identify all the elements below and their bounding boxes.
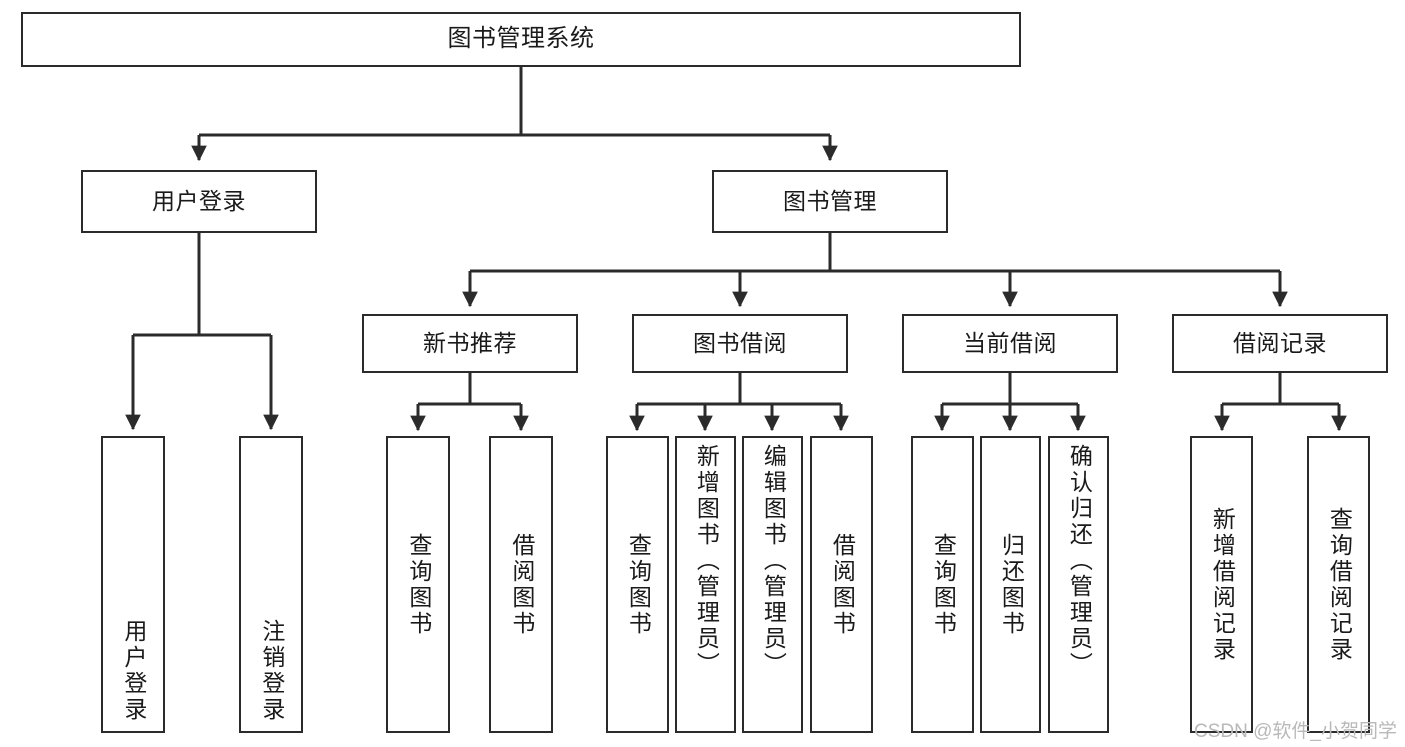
node-leaf-borrow-book-recommend[interactable]: 借阅图书 [489,436,553,733]
node-label: 图书管理系统 [447,25,595,53]
node-current-borrow[interactable]: 当前借阅 [902,314,1118,373]
node-label: 查询借阅记录 [1326,506,1353,663]
node-leaf-query-borrow-record[interactable]: 查询借阅记录 [1307,436,1370,733]
csdn-watermark: CSDN @软件_小贺同学 [1194,721,1397,742]
node-label: 当前借阅 [963,329,1057,356]
node-label: 查询图书 [405,532,432,637]
node-label: 查询图书 [930,532,957,637]
node-leaf-query-book-current[interactable]: 查询图书 [911,436,974,733]
node-leaf-add-borrow-record[interactable]: 新增借阅记录 [1190,436,1253,733]
node-label: 确认归还（管理员） [1066,444,1093,678]
node-label: 归还图书 [998,532,1025,637]
node-leaf-query-book-borrow[interactable]: 查询图书 [606,436,669,733]
node-new-book-recommend[interactable]: 新书推荐 [362,314,578,373]
node-book-management[interactable]: 图书管理 [712,170,948,233]
node-label: 用户登录 [152,187,246,214]
node-label: 新增图书（管理员） [693,444,720,678]
node-root-system[interactable]: 图书管理系统 [21,12,1021,67]
node-label: 新书推荐 [423,329,517,356]
node-label: 图书借阅 [693,329,787,356]
node-leaf-logout[interactable]: 注销登录 [239,436,303,733]
node-book-borrow[interactable]: 图书借阅 [632,314,848,373]
node-label: 借阅记录 [1233,329,1327,356]
node-user-login[interactable]: 用户登录 [81,170,317,233]
node-label: 借阅图书 [508,532,535,637]
node-label: 编辑图书（管理员） [760,444,787,678]
node-label: 借阅图书 [829,532,856,637]
node-borrow-record[interactable]: 借阅记录 [1172,314,1388,373]
node-label: 注销登录 [258,619,285,723]
node-leaf-borrow-book[interactable]: 借阅图书 [810,436,873,733]
node-leaf-confirm-return-admin[interactable]: 确认归还（管理员） [1048,436,1109,733]
node-label: 新增借阅记录 [1209,506,1236,663]
node-leaf-query-book-recommend[interactable]: 查询图书 [386,436,450,733]
node-leaf-return-book[interactable]: 归还图书 [980,436,1041,733]
node-label: 查询图书 [625,532,652,637]
node-leaf-edit-book-admin[interactable]: 编辑图书（管理员） [742,436,803,733]
node-leaf-user-login[interactable]: 用户登录 [101,436,165,733]
node-leaf-add-book-admin[interactable]: 新增图书（管理员） [675,436,736,733]
node-label: 图书管理 [783,187,877,214]
node-label: 用户登录 [120,619,147,723]
